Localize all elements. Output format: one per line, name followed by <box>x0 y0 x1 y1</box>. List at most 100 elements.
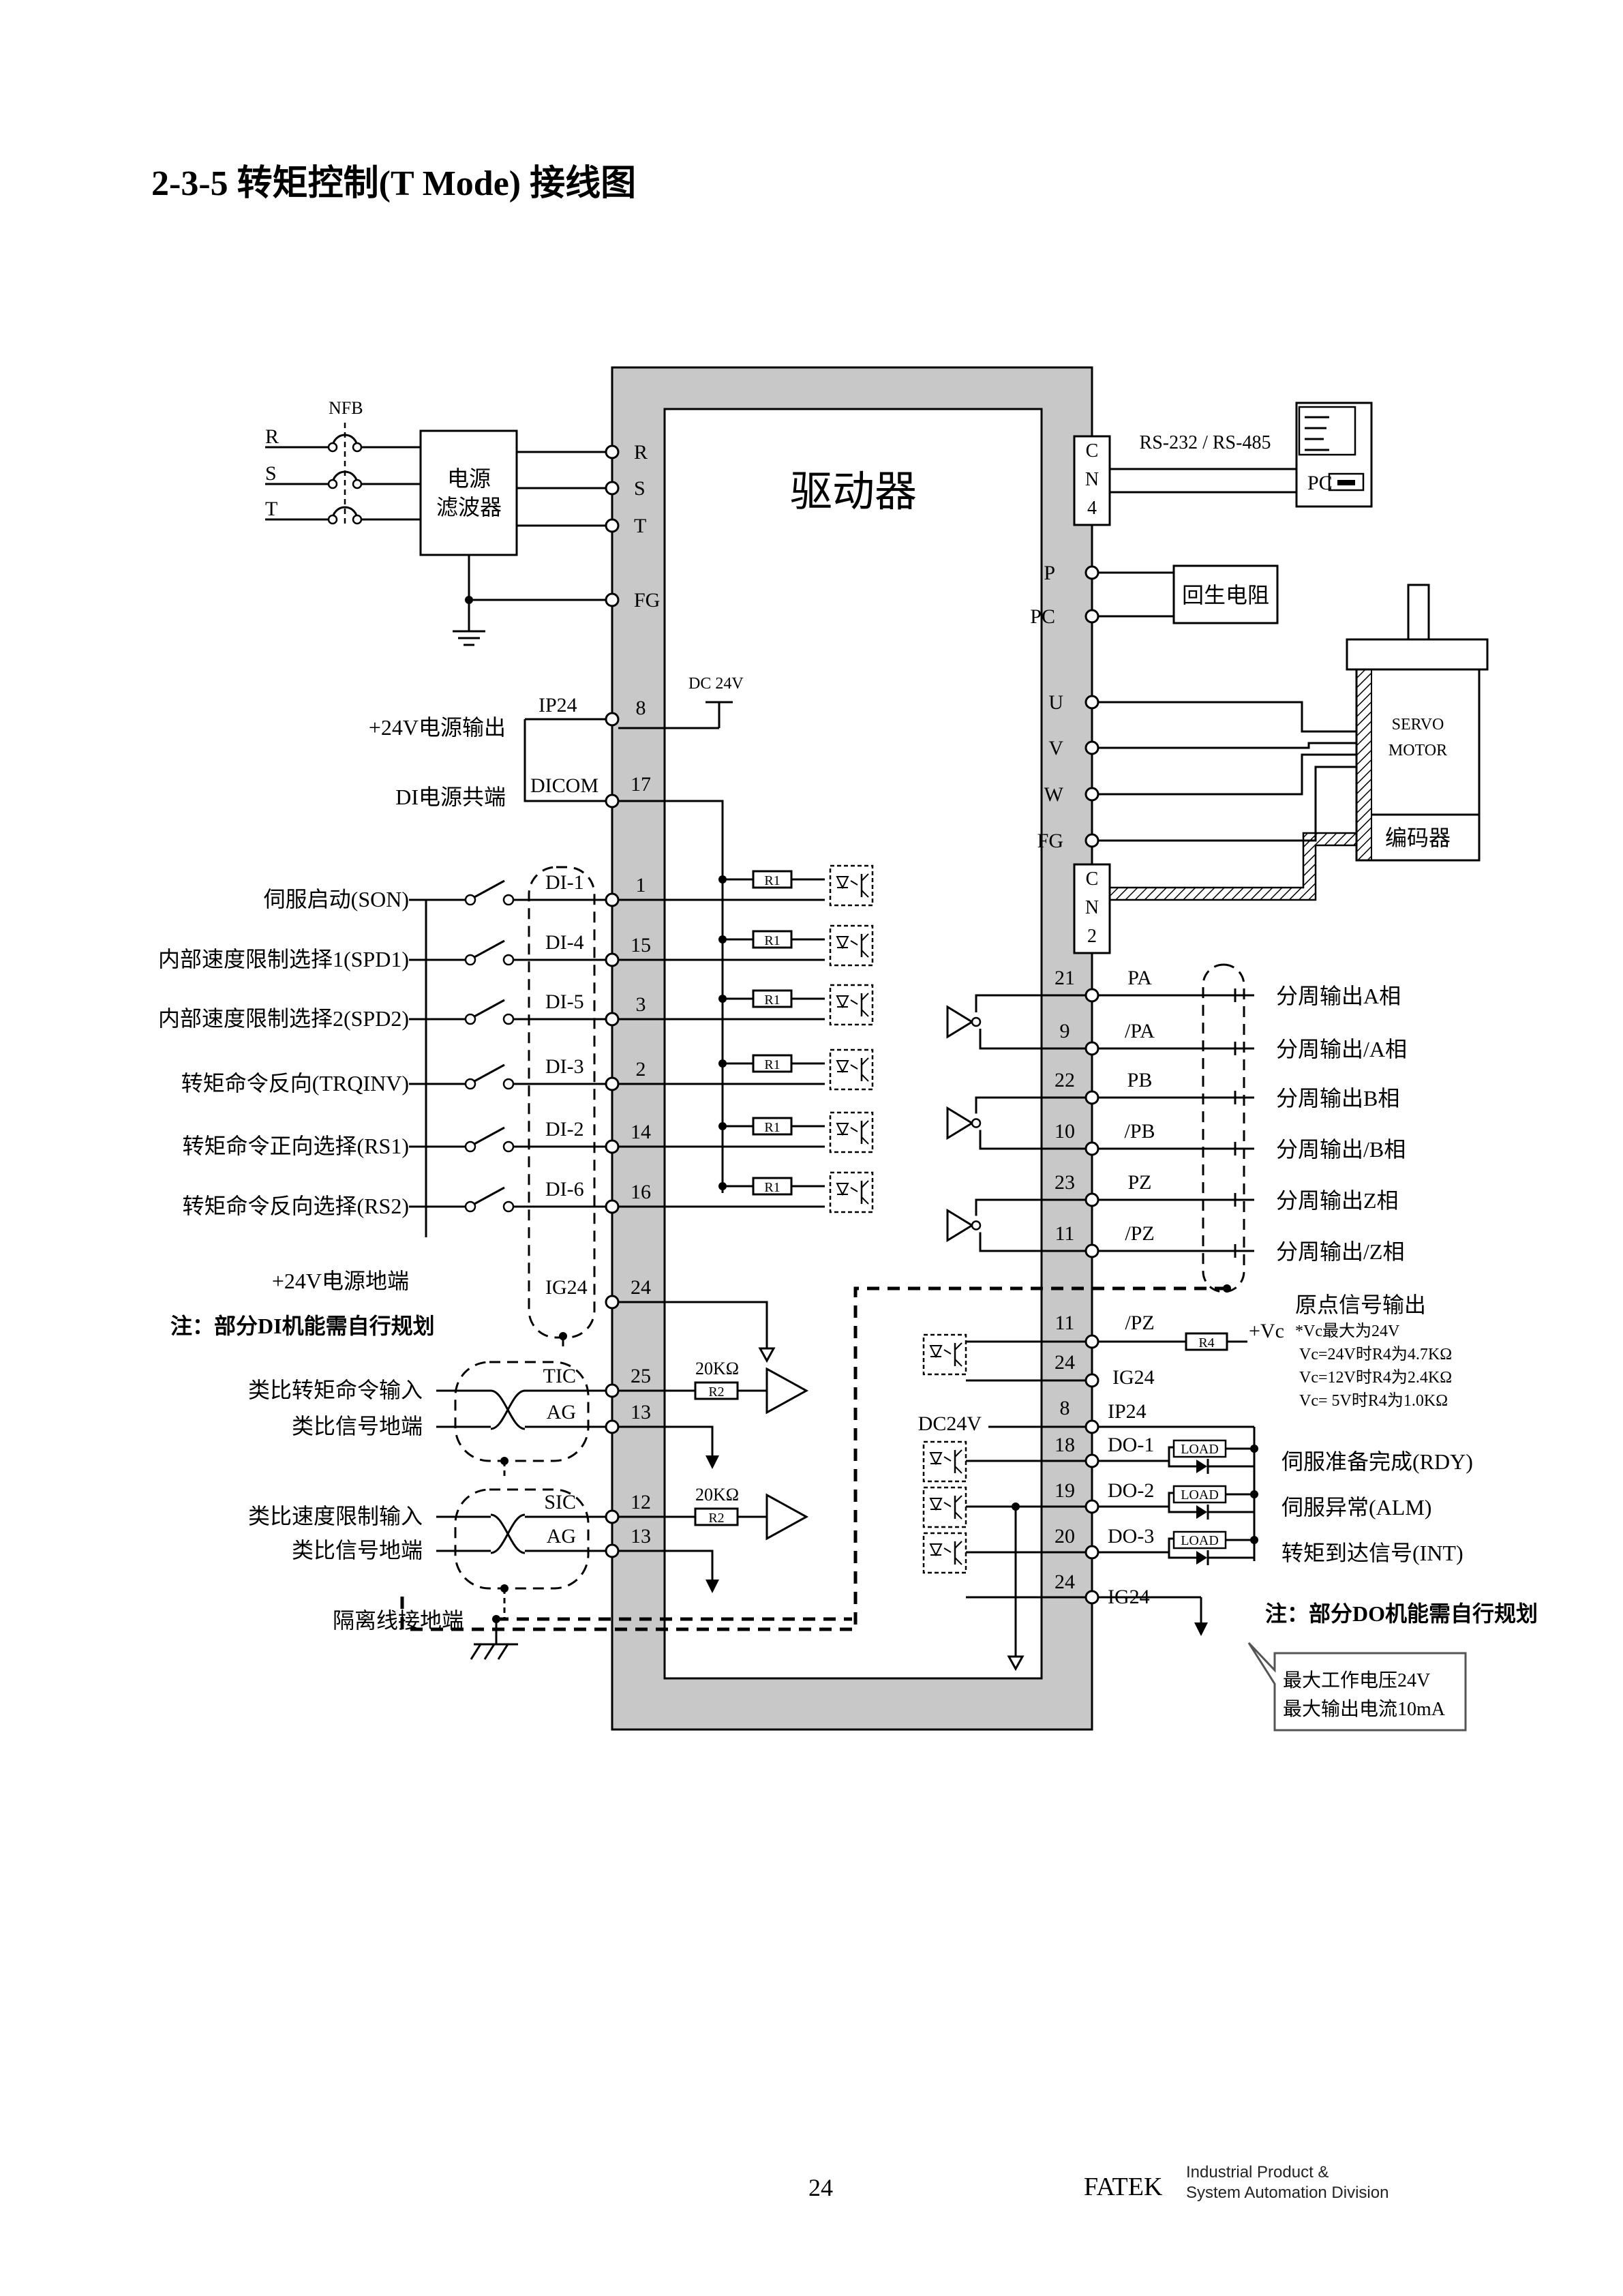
led-symbol <box>836 1183 849 1196</box>
diode-icon-int <box>1196 1551 1207 1565</box>
motor-w-wire <box>1098 753 1356 796</box>
phototransistor-collector <box>861 993 869 1001</box>
phototransistor-collector <box>861 1057 869 1066</box>
di-desc-rs2: 转矩命令反向选择(RS2) <box>183 1194 409 1218</box>
breaker-pin <box>352 514 363 525</box>
breaker-pin <box>327 514 338 525</box>
ag-ground-arrow <box>706 1580 719 1593</box>
switch-blade <box>474 939 505 958</box>
callout-arrow <box>1194 1622 1208 1636</box>
shield-ground-desc: 隔离线接地端 <box>333 1608 464 1633</box>
optocoupler-frame <box>829 864 874 907</box>
driver-out-pos <box>975 994 1086 1012</box>
r2-resistor <box>694 1381 739 1400</box>
enc-desc-npa: 分周输出/A相 <box>1276 1037 1407 1061</box>
filter-label-1: 电源 <box>447 466 491 491</box>
dicom-desc: DI电源共端 <box>395 785 506 809</box>
line-driver-icon-pb <box>946 1106 974 1141</box>
switch-blade <box>474 1186 505 1205</box>
di-signal-trqinv: DI-3 <box>545 1055 584 1078</box>
footer-division-line1: Industrial Product & <box>1186 2163 1329 2181</box>
di-terminal-spd1 <box>605 952 620 967</box>
driver-terminal-label-fg: FG <box>634 589 660 611</box>
phototransistor-emitter <box>861 1196 869 1205</box>
di-pin-spd1: 15 <box>631 934 651 956</box>
do-note: 注：部分DO机能需自行规划 <box>1265 1601 1538 1626</box>
motor-hatch <box>1356 669 1372 861</box>
di-terminal-24 <box>605 1295 620 1310</box>
switch-contact <box>502 894 515 906</box>
breaker-pin <box>352 442 363 453</box>
optocoupler-frame <box>922 1333 967 1376</box>
enc-pin-npb: 10 <box>1055 1120 1075 1143</box>
light-ray <box>850 1127 858 1132</box>
diode-lead <box>1168 1461 1196 1468</box>
switch-contact <box>502 1078 515 1090</box>
pin-17-label: 17 <box>631 773 651 796</box>
enc-pin-npz: 11 <box>1055 1222 1075 1245</box>
inverter-bubble <box>971 1016 982 1027</box>
analog-pin-sic: 12 <box>631 1491 651 1513</box>
light-ray <box>943 1456 952 1462</box>
motor-terminal-label-v: V <box>1048 737 1063 759</box>
di-terminal-17 <box>605 794 620 809</box>
enc-terminal-npa <box>1084 1041 1099 1056</box>
phototransistor-collector <box>954 1495 962 1503</box>
enc-desc-pa: 分周输出A相 <box>1276 984 1401 1008</box>
r1-label-rs2: R1 <box>764 1180 780 1195</box>
regen-terminal <box>1084 609 1099 624</box>
do-signal-int: DO-3 <box>1108 1525 1154 1547</box>
phototransistor-emitter <box>861 950 869 958</box>
load-label-rdy: LOAD <box>1181 1442 1219 1457</box>
motor-u-wire <box>1098 701 1356 733</box>
r1-label-spd2: R1 <box>764 993 780 1008</box>
amplifier-icon-sic <box>765 1493 809 1541</box>
optocoupler-icon-son <box>829 864 874 907</box>
di-signal-spd1: DI-4 <box>545 931 584 954</box>
switch-contact <box>464 1078 476 1090</box>
diode-lead <box>1168 1552 1196 1559</box>
enc-signal-pa: PA <box>1127 967 1152 989</box>
motor-terminal-w <box>1084 787 1099 802</box>
light-ray <box>943 1547 952 1553</box>
origin-signal-npz: /PZ <box>1125 1312 1154 1334</box>
ig24-ground-arrow <box>758 1347 776 1363</box>
origin-signal-ig24: IG24 <box>1112 1366 1155 1389</box>
di-note: 注：部分DI机能需自行规划 <box>170 1314 435 1338</box>
phototransistor-collector <box>954 1342 962 1350</box>
do-bus-dot <box>1250 1490 1258 1498</box>
regen-label: 回生电阻 <box>1182 583 1269 607</box>
callout-box <box>1247 1642 1467 1732</box>
analog-signal-tic: TIC <box>543 1365 576 1387</box>
do-pin-int: 20 <box>1055 1525 1075 1547</box>
switch-contact <box>502 1200 515 1213</box>
led-symbol <box>836 936 849 950</box>
optocoupler-icon-spd1 <box>829 924 874 967</box>
do-desc-rdy: 伺服准备完成(RDY) <box>1281 1449 1473 1474</box>
ip24-desc: +24V电源输出 <box>369 715 506 740</box>
do-pin-rdy: 18 <box>1055 1434 1075 1456</box>
driver-terminal-fg <box>605 592 620 607</box>
cn4-letter: 4 <box>1087 498 1097 519</box>
light-ray <box>943 1349 952 1355</box>
switch-contact <box>502 954 515 966</box>
light-ray <box>850 999 858 1005</box>
di-terminal-son <box>605 892 620 907</box>
cn4-letter: C <box>1086 440 1099 462</box>
do-load-lead <box>1168 1537 1174 1552</box>
chassis-ground-hatch <box>483 1644 496 1660</box>
ig24-signal: IG24 <box>545 1276 588 1299</box>
r1-resistor-trqinv <box>752 1054 793 1073</box>
enc-pin-pz: 23 <box>1055 1171 1075 1194</box>
driver-out-neg <box>979 1130 1086 1150</box>
inverter-bubble <box>971 1220 982 1230</box>
do-bus-dot <box>1250 1536 1258 1544</box>
shield-drain-wire <box>400 1286 1227 1631</box>
pin-24-label: 24 <box>631 1276 651 1299</box>
di-signal-rs1: DI-2 <box>545 1118 584 1141</box>
light-ray <box>943 1502 952 1507</box>
di-pin-trqinv: 2 <box>636 1058 646 1081</box>
motor-terminal-u <box>1084 695 1099 710</box>
rs-protocol-label: RS-232 / RS-485 <box>1140 432 1271 453</box>
do-pin-8: 8 <box>1060 1397 1070 1419</box>
